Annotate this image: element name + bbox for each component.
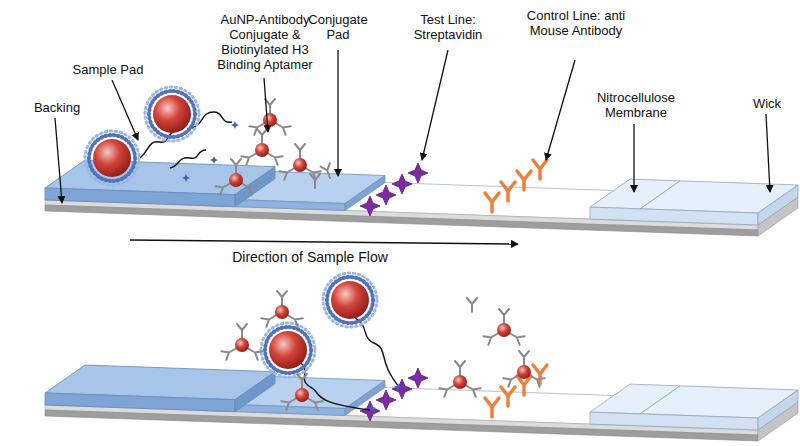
wick-label: Wick — [738, 96, 796, 111]
backing-label: Backing — [22, 100, 92, 115]
conjugate-pad-label: Conjugate Pad — [298, 12, 378, 42]
sample-pad-label: Sample Pad — [58, 62, 158, 77]
control-line-label: Control Line: anti Mouse Antibody — [518, 8, 634, 38]
membrane-label: Nitrocellulose Membrane — [586, 90, 686, 120]
flow-direction-label: Direction of Sample Flow — [210, 250, 410, 265]
test-line-label: Test Line: Streptavidin — [400, 12, 496, 42]
